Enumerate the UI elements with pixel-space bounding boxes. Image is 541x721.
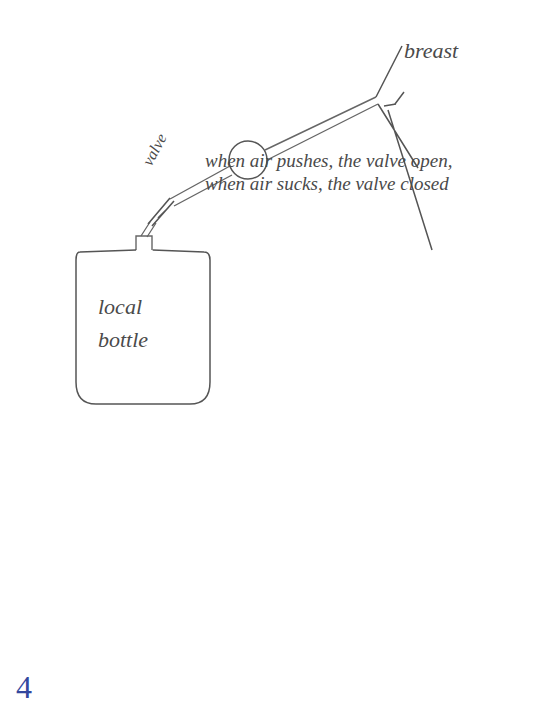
note-text: when air pushes, the valve open, when ai… xyxy=(205,150,455,196)
valve-symbol xyxy=(148,198,174,226)
bottle-label: local bottle xyxy=(98,290,176,356)
page-number: 4 xyxy=(16,668,32,706)
bottle-neck xyxy=(136,236,152,250)
bottle-body: local bottle xyxy=(74,248,212,406)
part-label: valve xyxy=(138,130,171,169)
part-label: breast xyxy=(404,38,458,64)
breast-funnel xyxy=(376,46,432,250)
